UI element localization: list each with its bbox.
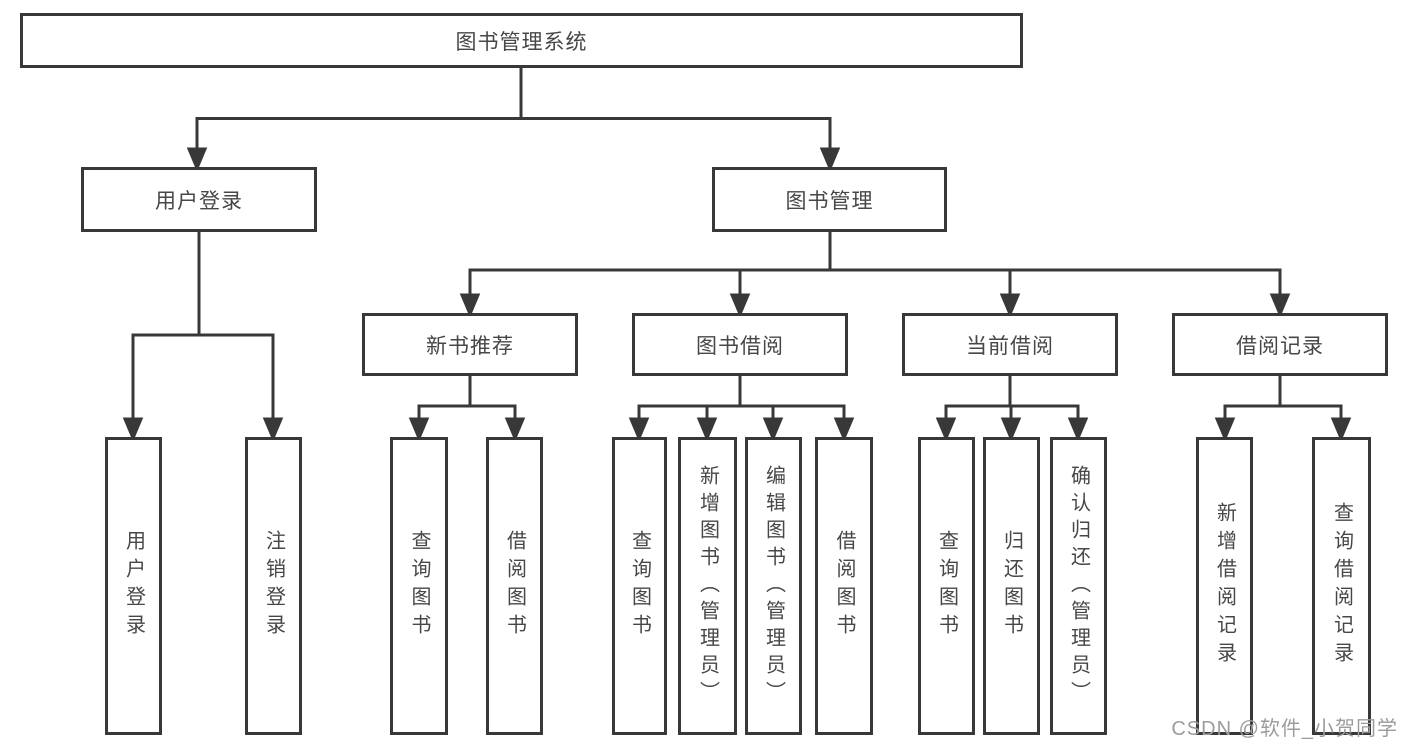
arrowhead: [696, 417, 718, 442]
arrowhead: [459, 293, 481, 318]
arrowhead: [408, 417, 430, 442]
csdn-watermark: CSDN @软件_小贺同学: [1171, 718, 1398, 740]
arrowhead: [504, 417, 526, 442]
node-current-borrowing: 当前借阅: [902, 313, 1118, 376]
arrowhead: [935, 417, 957, 442]
leaf-borrow-books-recommend: 借阅图书: [486, 437, 543, 735]
node-user-login: 用户登录: [81, 167, 317, 232]
leaf-add-borrowing-record: 新增借阅记录: [1196, 437, 1253, 735]
arrowhead: [262, 417, 284, 442]
connector-root-to-level2: [186, 68, 841, 172]
leaf-edit-book-admin: 编辑图书（管理员）: [745, 437, 802, 735]
leaf-query-borrowing-record: 查询借阅记录: [1312, 437, 1371, 735]
connector-current-borrowing-to-leaves: [935, 376, 1089, 442]
leaf-logout: 注销登录: [245, 437, 302, 735]
connector-book-management-to-level3: [459, 232, 1291, 318]
node-book-borrowing: 图书借阅: [632, 313, 848, 376]
arrowhead: [1067, 417, 1089, 442]
arrowhead: [1330, 417, 1352, 442]
arrowhead: [186, 147, 208, 172]
leaf-add-book-admin: 新增图书（管理员）: [678, 437, 737, 735]
connector-user-login-to-leaves: [122, 232, 284, 442]
arrowhead: [1000, 417, 1022, 442]
arrowhead: [122, 417, 144, 442]
arrowhead: [762, 417, 784, 442]
arrowhead: [628, 417, 650, 442]
arrowhead: [1269, 293, 1291, 318]
leaf-user-login: 用户登录: [105, 437, 162, 735]
leaf-borrow-books: 借阅图书: [815, 437, 873, 735]
arrowhead: [999, 293, 1021, 318]
leaf-query-books-borrowing: 查询图书: [612, 437, 667, 735]
leaf-query-books-recommend: 查询图书: [390, 437, 448, 735]
leaf-return-books: 归还图书: [983, 437, 1040, 735]
arrowhead: [833, 417, 855, 442]
node-book-management: 图书管理: [712, 167, 947, 232]
arrowhead: [1214, 417, 1236, 442]
connector-borrowing-records-to-leaves: [1214, 376, 1352, 442]
node-new-book-recommendation: 新书推荐: [362, 313, 578, 376]
node-borrowing-records: 借阅记录: [1172, 313, 1388, 376]
leaf-query-books-current: 查询图书: [918, 437, 975, 735]
arrowhead: [819, 147, 841, 172]
arrowhead: [729, 293, 751, 318]
node-library-management-system: 图书管理系统: [20, 13, 1023, 68]
leaf-confirm-return-admin: 确认归还（管理员）: [1050, 437, 1107, 735]
connector-new-books-to-leaves: [408, 376, 526, 442]
connector-book-borrowing-to-leaves: [628, 376, 855, 442]
